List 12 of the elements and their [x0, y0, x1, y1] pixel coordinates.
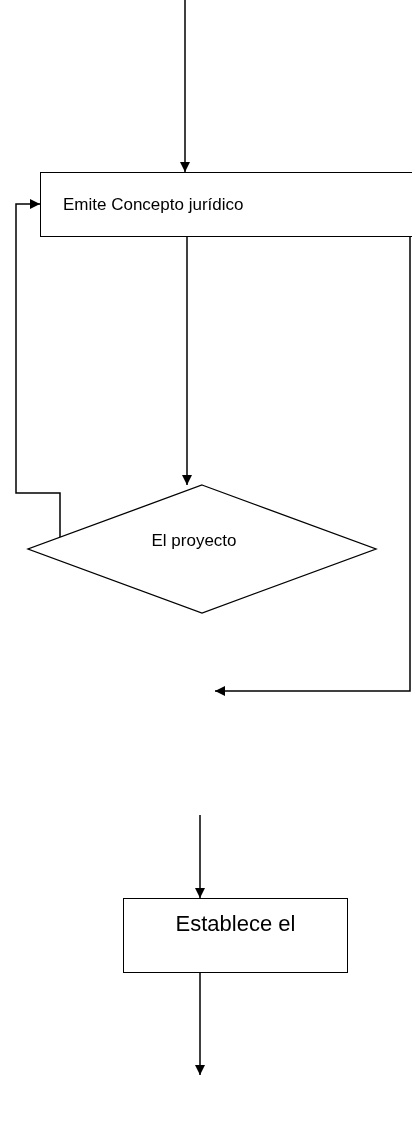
process-box: [40, 172, 412, 237]
arrow: [214, 236, 411, 696]
process-box: [123, 898, 348, 973]
arrow: [180, 0, 190, 173]
node-text: Establece el: [175, 910, 296, 937]
arrow: [195, 972, 205, 1076]
decision-diamond: [28, 485, 376, 613]
arrow: [15, 199, 61, 538]
arrow: [182, 236, 192, 486]
arrow: [195, 814, 205, 899]
node-text: Emite Concepto jurídico: [63, 194, 244, 215]
node-text: El proyecto: [151, 531, 237, 551]
